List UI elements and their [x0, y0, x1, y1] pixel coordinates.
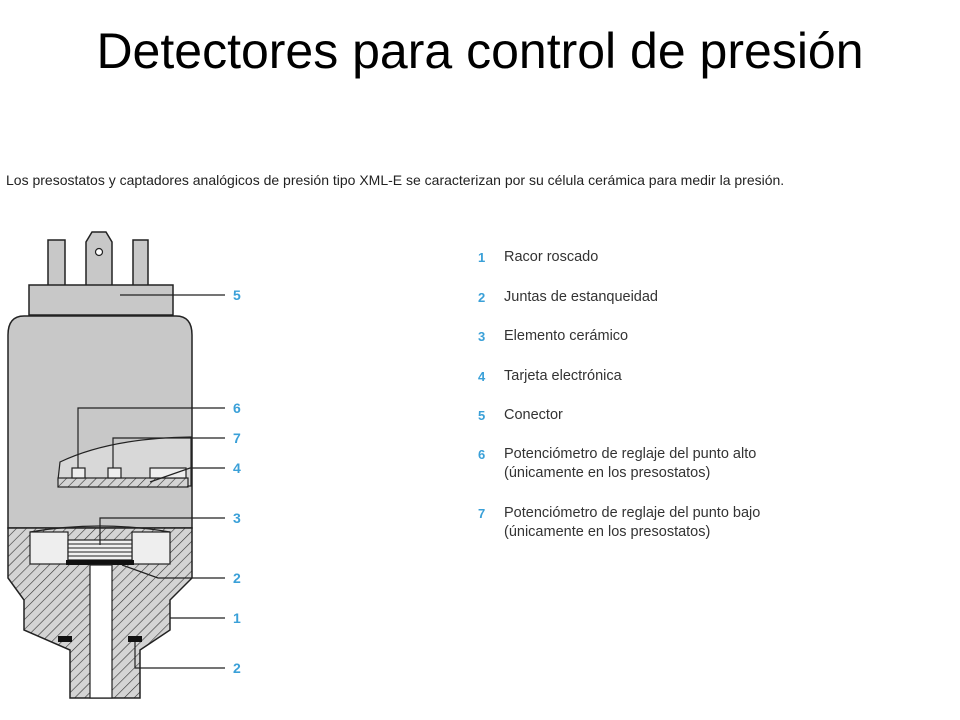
callout-2: 2	[233, 570, 241, 586]
leader-4	[149, 467, 225, 483]
inner-cavity-right	[131, 531, 171, 565]
legend-item: 7 Potenciómetro de reglaje del punto bajo…	[478, 504, 944, 542]
legend-number: 5	[478, 408, 486, 423]
leader-3	[99, 517, 225, 545]
callout-3: 3	[233, 510, 241, 526]
callout-5: 5	[233, 287, 241, 303]
legend-label: Elemento cerámico	[504, 328, 629, 344]
leader-lines	[77, 294, 225, 669]
potentiometer-high	[71, 467, 86, 479]
pressure-channel	[89, 564, 113, 699]
slide-title: Detectores para control de presión	[0, 22, 960, 80]
leader-2b	[134, 642, 225, 669]
inner-cavity-left	[29, 531, 69, 565]
legend-number: 4	[478, 369, 486, 384]
seal-lower-left	[58, 636, 72, 642]
legend-item: 6 Potenciómetro de reglaje del punto alto…	[478, 445, 944, 483]
legend-number: 3	[478, 329, 486, 344]
legend-label: Juntas de estanqueidad	[504, 289, 658, 305]
legend-number: 6	[478, 447, 486, 462]
electronic-board	[57, 477, 189, 488]
legend-item: 1 Racor roscado	[478, 248, 944, 267]
callout-1: 1	[233, 610, 241, 626]
ceramic-element	[67, 539, 133, 561]
legend-label: Tarjeta electrónica	[504, 368, 622, 384]
seal-upper	[66, 560, 134, 565]
legend-number: 1	[478, 250, 486, 265]
connector-pin-left	[47, 239, 66, 289]
leader-2a	[121, 564, 225, 579]
legend-number: 2	[478, 290, 486, 305]
legend-label: Conector	[504, 407, 563, 423]
legend-number: 7	[478, 506, 486, 521]
legend-item: 5 Conector	[478, 406, 944, 425]
connector-pin-hole	[94, 247, 104, 257]
legend-label: Potenciómetro de reglaje del punto bajo(…	[504, 505, 761, 540]
title-text: Detectores para control de presión	[96, 23, 864, 79]
leader-6	[77, 407, 225, 468]
legend-item: 3 Elemento cerámico	[478, 327, 944, 346]
legend-label: Potenciómetro de reglaje del punto alto(…	[504, 446, 757, 481]
callout-7: 7	[233, 430, 241, 446]
sensor-body	[7, 315, 193, 529]
legend-label: Racor roscado	[504, 249, 599, 265]
callout-numbers: 5 6 7 4 3 2 1 2	[233, 287, 241, 676]
connector-pin-center	[85, 231, 113, 289]
seal-lower-right	[128, 636, 142, 642]
connector-pin-right	[132, 239, 149, 289]
intro-paragraph: Los presostatos y captadores analógicos …	[6, 172, 785, 188]
leader-7	[112, 437, 225, 468]
potentiometer-low	[107, 467, 122, 479]
connector-block	[28, 284, 174, 316]
callout-6: 6	[233, 400, 241, 416]
legend-item: 4 Tarjeta electrónica	[478, 367, 944, 386]
pressure-sensor-diagram: 5 6 7 4 3 2 1 2	[7, 231, 241, 699]
board-component	[149, 467, 187, 479]
legend-item: 2 Juntas de estanqueidad	[478, 288, 944, 307]
callout-2: 2	[233, 660, 241, 676]
callout-4: 4	[233, 460, 241, 476]
